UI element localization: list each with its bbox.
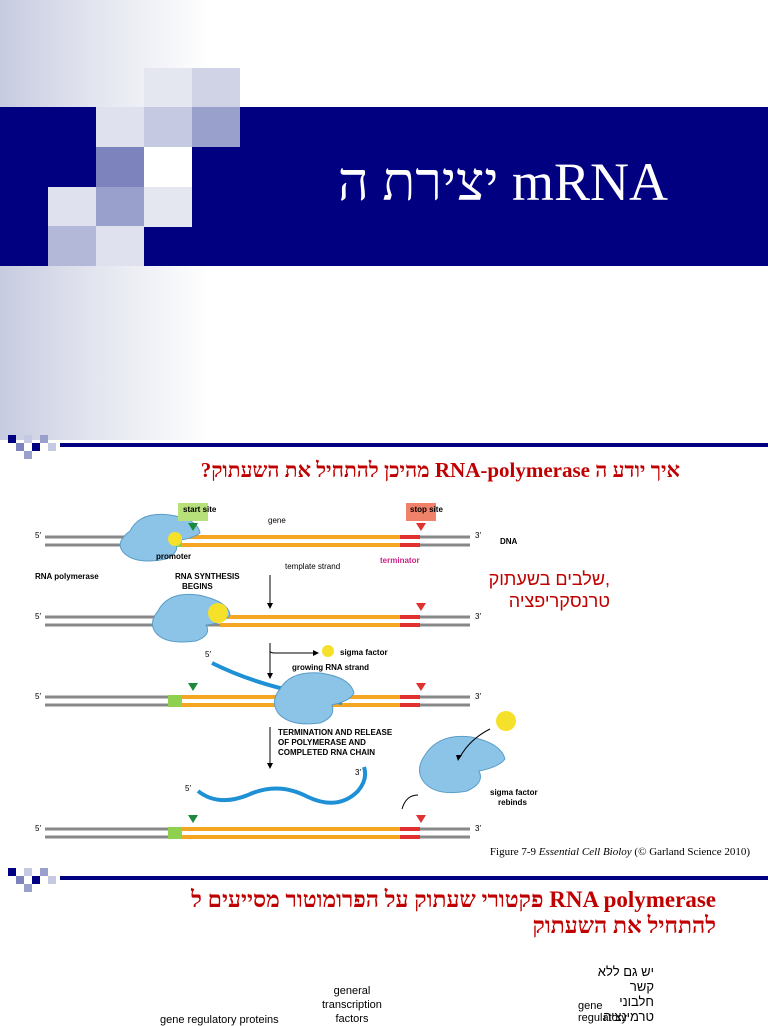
slide2-top-strip <box>0 433 768 459</box>
five-prime-r1: 5′ <box>35 531 41 540</box>
slide2-heading: ?מהיכן להתחיל את השעתוק RNA-polymerase א… <box>200 458 680 482</box>
steps-label-line1: שלבים בשעתוק, <box>488 569 610 589</box>
title-slide: יצירת ה mRNA <box>0 0 768 440</box>
slide-title: יצירת ה mRNA <box>337 152 668 212</box>
general-tf-label: general transcription factors <box>322 984 382 1026</box>
figure-caption: Figure 7-9 Essential Cell Bioloy (© Garl… <box>490 846 750 858</box>
gene-regulatory-right-line1: gene <box>578 1000 603 1012</box>
sigma-rebinds-label-2: rebinds <box>498 798 527 807</box>
three-prime-r2: 3′ <box>475 612 481 621</box>
dna-row-3 <box>45 661 470 725</box>
general-tf-line2: transcription <box>322 999 382 1011</box>
general-tf-line1: general <box>333 985 371 997</box>
slide3-heading-line2: להתחיל את השעתוק <box>532 913 716 938</box>
five-prime-r3: 5′ <box>35 692 41 701</box>
gene-regulatory-right-line2: regulatory <box>578 1012 627 1024</box>
note-line1: יש גם ללא <box>597 964 654 979</box>
note-line4: טרמינציה <box>603 1009 654 1024</box>
decor-square <box>144 107 192 147</box>
decor-square <box>48 226 96 266</box>
decor-square <box>144 147 192 187</box>
steps-label: שלבים בשעתוק, טרנסקריפציה <box>489 568 610 612</box>
sigma-factor-label: sigma factor <box>340 648 388 657</box>
slide3-heading-line1: פקטורי שעתוק על הפרומוטור מסייעים ל RNA … <box>191 887 716 912</box>
decor-square <box>192 68 240 108</box>
termination-label-1: TERMINATION AND RELEASE <box>278 728 393 737</box>
decor-square <box>144 187 192 227</box>
caption-prefix: Figure 7-9 <box>489 846 537 858</box>
five-prime-r2: 5′ <box>35 612 41 621</box>
steps-label-line2: טרנסקריפציה <box>508 591 610 611</box>
five-prime-rna: 5′ <box>205 650 211 659</box>
caption-title: Essential Cell Bioloy <box>538 846 632 858</box>
decor-square <box>192 107 240 147</box>
decor-square <box>48 147 96 187</box>
slide3-note: יש גם ללא קשר חלבוני טרמינציה <box>598 964 654 1024</box>
rna-synthesis-label-2: BEGINS <box>182 582 213 591</box>
three-prime-r3: 3′ <box>475 692 481 701</box>
rna-synthesis-label-1: RNA SYNTHESIS <box>175 572 240 581</box>
three-prime-released: 3′ <box>355 768 361 777</box>
gene-regulatory-proteins-label: gene regulatory proteins <box>160 1014 279 1026</box>
decor-square <box>96 226 144 266</box>
transcription-diagram: start site gene stop site DNA promoter t… <box>35 503 538 839</box>
promoter-label: promoter <box>156 552 191 561</box>
start-site-label: start site <box>183 505 217 514</box>
three-prime-r1: 3′ <box>475 531 481 540</box>
gene-label: gene <box>268 516 286 525</box>
five-prime-released: 5′ <box>185 784 191 793</box>
stop-site-label: stop site <box>410 505 443 514</box>
decor-square <box>96 107 144 147</box>
decor-square <box>144 68 192 108</box>
dna-label: DNA <box>500 537 518 546</box>
decor-square <box>0 187 48 227</box>
decor-square <box>48 187 96 227</box>
template-strand-label: template strand <box>285 562 340 571</box>
note-line3: חלבוני <box>619 994 654 1009</box>
general-tf-line3: factors <box>335 1013 369 1025</box>
decor-square <box>96 187 144 227</box>
five-prime-r4: 5′ <box>35 824 41 833</box>
sigma-rebinds-label-1: sigma factor <box>490 788 538 797</box>
dna-row-1 <box>45 503 470 562</box>
dna-row-4 <box>45 815 470 839</box>
decor-square <box>0 226 48 266</box>
termination-label-2: OF POLYMERASE AND <box>278 738 366 747</box>
slide3-heading: פקטורי שעתוק על הפרומוטור מסייעים ל RNA … <box>191 887 716 939</box>
dna-row-2 <box>45 593 470 643</box>
three-prime-r4: 3′ <box>475 824 481 833</box>
caption-suffix: (© Garland Science 2010) <box>634 846 750 858</box>
termination-label-3: COMPLETED RNA CHAIN <box>278 748 375 757</box>
terminator-label: terminator <box>380 556 420 565</box>
gene-regulatory-right-label: gene regulatory <box>578 1000 627 1024</box>
growing-rna-label: growing RNA strand <box>292 663 369 672</box>
slide3-top-strip <box>0 866 768 892</box>
rna-polymerase-label: RNA polymerase <box>35 572 99 581</box>
note-line2: קשר <box>629 979 654 994</box>
decor-square <box>96 147 144 187</box>
